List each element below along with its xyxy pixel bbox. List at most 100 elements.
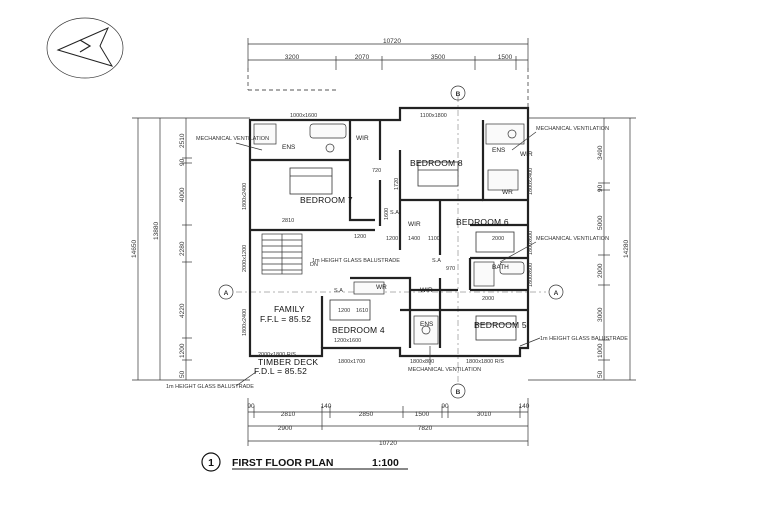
top-dim-2: 2070 <box>355 54 370 61</box>
interior-dim-3: 2000 <box>482 296 494 302</box>
bottom-dim-9: 2900 <box>278 425 293 432</box>
stair: DN <box>261 233 318 275</box>
upper-outline <box>247 68 529 118</box>
grid-marker-a-right: A <box>548 284 564 300</box>
window-label-12: 1200x1600 <box>334 338 361 344</box>
furniture-beds <box>289 161 517 341</box>
drawing-title: 1 FIRST FLOOR PLAN 1:100 <box>201 452 408 472</box>
bottom-dimension-chain: 90 2810 140 2850 1500 90 3010 140 2900 7… <box>247 398 530 447</box>
right-dim-1: 3490 <box>597 145 604 160</box>
window-label-5: 1800x2400 <box>528 168 534 195</box>
top-dim-1: 3200 <box>285 54 300 61</box>
fixtures <box>253 123 525 345</box>
room-sa-1: S.A <box>390 210 399 216</box>
interior-dim-1: 2810 <box>282 218 294 224</box>
window-label-6: 1800x600 <box>528 231 534 255</box>
note-mech-vent-3: MECHANICAL VENTILATION <box>536 236 609 242</box>
interior-dimensions: 2810 2000 2000 1610 1200 1400 970 720 17… <box>282 168 504 314</box>
left-dimension-chain: 14650 13880 2510 90 4000 2280 4220 1200 … <box>131 117 250 381</box>
room-wir-3: WIR <box>420 287 433 294</box>
bottom-dim-5: 1500 <box>415 411 430 418</box>
right-dimension-chain: 14280 3490 90 5000 2000 3000 1000 50 <box>528 117 636 381</box>
room-wir-1: WIR <box>356 135 369 142</box>
note-balustrade-2: 1m HEIGHT GLASS BALUSTRADE <box>540 336 628 342</box>
left-dim-1: 2510 <box>179 133 186 148</box>
room-wr-2: WR <box>376 284 387 291</box>
window-label-2: 1100x1800 <box>420 113 447 119</box>
interior-dim-10: 1100 <box>428 236 440 242</box>
window-label-3: 1800x2400 <box>242 183 248 210</box>
interior-dim-8: 720 <box>372 168 381 174</box>
room-wir-2: WIR <box>408 221 421 228</box>
bottom-dim-6: 90 <box>441 403 449 410</box>
stair-dn-label: DN <box>310 262 318 268</box>
left-dim-overall: 14650 <box>131 240 138 258</box>
window-label-8: 1800x1700 <box>338 359 365 365</box>
left-dim-6: 1200 <box>179 343 186 358</box>
top-dimension-chain: 10720 3200 2070 3500 1500 <box>247 38 529 70</box>
room-sa-2: S.A <box>432 258 441 264</box>
bottom-dim-1: 90 <box>247 403 255 410</box>
room-bedroom-5: BEDROOM 5 <box>474 320 527 330</box>
interior-dim-2: 2000 <box>492 236 504 242</box>
window-label-4: 1800x2400 <box>242 309 248 336</box>
window-label-14: 1200 <box>354 234 366 240</box>
window-label-11: 2000x1800 R/S <box>258 352 296 358</box>
svg-text:A: A <box>554 290 559 297</box>
room-bedroom-8: BEDROOM 8 <box>410 158 463 168</box>
interior-dim-9: 1720 <box>394 178 400 190</box>
grid-marker-b-bottom: B <box>450 383 466 399</box>
window-label-9: 1800x800 <box>410 359 434 365</box>
room-bath: BATH <box>492 264 509 271</box>
room-labels: BEDROOM 7 BEDROOM 8 BEDROOM 6 BEDROOM 5 … <box>254 135 533 376</box>
window-label-10: 1800x1800 R/S <box>466 359 504 365</box>
note-mech-vent-2: MECHANICAL VENTILATION <box>536 126 609 132</box>
bottom-dim-2: 2810 <box>281 411 296 418</box>
interior-dim-5: 1200 <box>338 308 350 314</box>
room-wr-1: WR <box>502 189 513 196</box>
window-label-13: 2000x1200 <box>242 245 248 272</box>
left-dim-5: 4220 <box>179 303 186 318</box>
right-dim-7: 50 <box>597 370 604 378</box>
bottom-dim-4: 2850 <box>359 411 374 418</box>
right-dim-5: 3000 <box>597 307 604 322</box>
left-dim-4: 2280 <box>179 241 186 256</box>
room-family-ffl: F.F.L = 85.52 <box>260 314 311 324</box>
interior-dim-4: 1610 <box>356 308 368 314</box>
left-dim-sub: 13880 <box>153 222 160 240</box>
top-dim-overall: 10720 <box>383 38 401 45</box>
interior-walls <box>250 120 528 348</box>
window-label-7: 1800x600 <box>528 263 534 287</box>
svg-text:B: B <box>456 389 461 396</box>
room-ens-1: ENS <box>282 144 296 151</box>
top-dim-4: 1500 <box>498 54 513 61</box>
interior-dim-6: 1400 <box>408 236 420 242</box>
room-bedroom-4: BEDROOM 4 <box>332 325 385 335</box>
interior-dim-11: 1200 <box>386 236 398 242</box>
grid-marker-a-left: A <box>218 284 234 300</box>
bottom-dim-overall: 10720 <box>379 440 397 447</box>
svg-text:B: B <box>456 91 461 98</box>
title-text: FIRST FLOOR PLAN <box>232 457 334 469</box>
right-dim-3: 5000 <box>597 215 604 230</box>
bottom-dim-8: 140 <box>519 403 530 410</box>
left-dim-7: 50 <box>179 370 186 378</box>
right-dim-2: 90 <box>597 184 604 192</box>
grid-marker-b-top: B <box>450 85 466 101</box>
room-timber-deck: TIMBER DECK <box>258 357 318 367</box>
title-scale: 1:100 <box>372 457 399 469</box>
exterior-walls <box>248 106 530 358</box>
bottom-dim-10: 7820 <box>418 425 433 432</box>
annotation-notes: MECHANICAL VENTILATION MECHANICAL VENTIL… <box>166 126 628 390</box>
room-family: FAMILY <box>274 304 305 314</box>
window-label-1: 1000x1600 <box>290 113 317 119</box>
right-dim-6: 1000 <box>597 343 604 358</box>
interior-dim-7: 970 <box>446 266 455 272</box>
window-label-15: 1600 <box>384 208 390 220</box>
title-number: 1 <box>208 457 214 469</box>
north-arrow-icon <box>46 17 124 79</box>
room-ens-3: ENS <box>420 321 434 328</box>
room-wir-4: WIR <box>520 151 533 158</box>
right-dim-4: 2000 <box>597 263 604 278</box>
